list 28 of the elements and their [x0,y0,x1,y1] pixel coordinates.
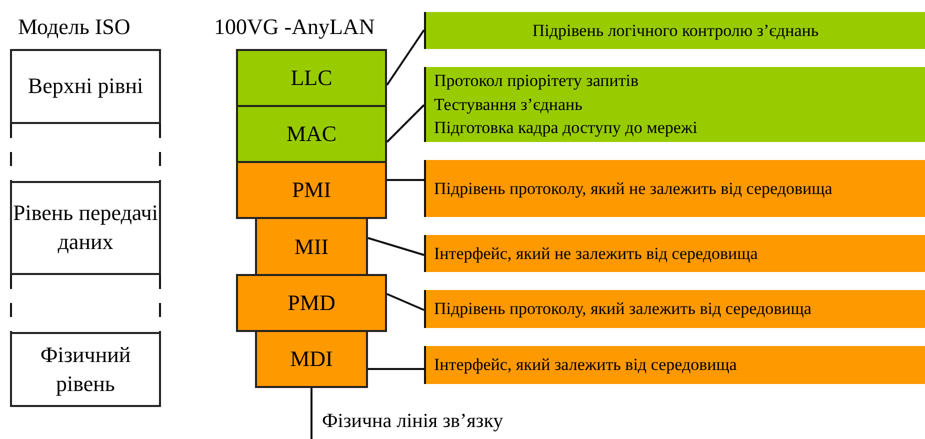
connector-line [386,293,424,311]
layer-box: Рівень передачі даних [10,181,161,275]
description-line: Підготовка кадра доступу до мережі [434,117,698,140]
connector-line [386,104,425,143]
description-bar: Інтерфейс, який залежить від середовища [424,346,925,384]
sublayer-box: MII [255,217,368,276]
connector-line [310,388,312,439]
line-label: Фізична лінія зв’язку [312,410,572,438]
sublayer-box: LLC [236,49,387,107]
connector-line [386,29,425,86]
layer-box: Верхні рівні [10,49,161,124]
description-bar: Інтерфейс, який не залежить від середовища [424,235,925,272]
description-bar: Підрівень логічного контролю з’єднань [424,12,925,49]
description-bar: Підрівень протоколу, який залежить від середовища [424,290,925,328]
description-bar [424,67,925,142]
connector-line [368,368,424,370]
sublayer-box: MDI [255,330,368,388]
sublayer-box: PMD [236,274,387,332]
sublayer-box: MAC [236,105,387,163]
description-bar: Підрівень протоколу, який не залежить від середовища [424,160,925,217]
connector-line [368,237,424,256]
description-line: Тестування з’єднань [434,94,584,116]
layer-box: Фізичний рівень [10,332,161,407]
connector-line [387,179,424,181]
sublayer-box: PMI [236,161,387,219]
description-line: Протокол пріорітету запитів [434,70,640,92]
column-heading: Модель ISO [18,14,130,40]
column-heading: 100VG -AnyLAN [214,14,375,40]
